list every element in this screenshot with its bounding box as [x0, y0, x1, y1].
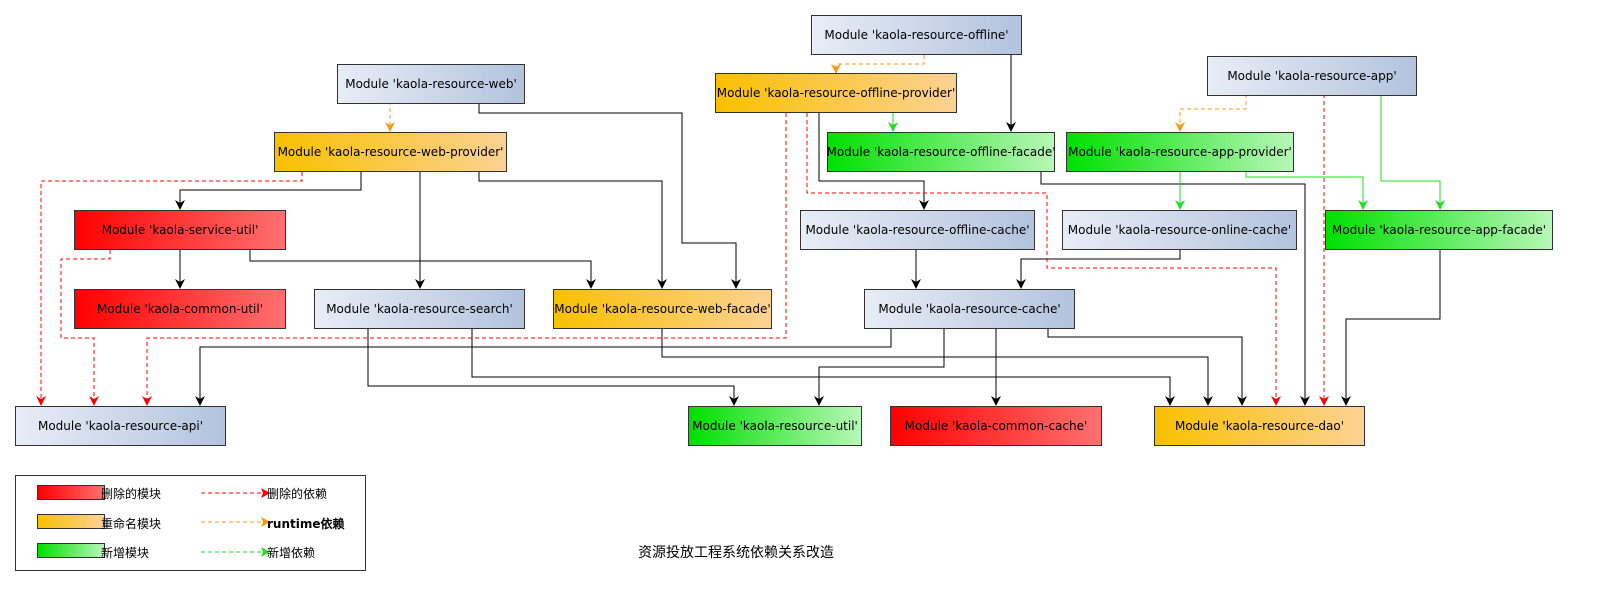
module-kaola-resource-app-facade: Module 'kaola-resource-app-facade'	[1325, 210, 1553, 250]
module-label: Module 'kaola-resource-offline-facade'	[826, 145, 1056, 159]
edge-deleted-offline-provider-to-api	[142, 113, 787, 406]
module-kaola-resource-offline-provider: Module 'kaola-resource-offline-provider'	[715, 73, 957, 113]
module-label: Module 'kaola-resource-app-provider'	[1068, 145, 1292, 159]
module-kaola-resource-dao: Module 'kaola-resource-dao'	[1154, 406, 1365, 446]
module-kaola-resource-offline: Module 'kaola-resource-offline'	[811, 15, 1022, 55]
module-kaola-resource-online-cache: Module 'kaola-resource-online-cache'	[1062, 210, 1297, 250]
edge-search-to-dao	[471, 329, 1175, 406]
edge-cache-to-dao	[1047, 329, 1247, 406]
legend-swatch-renamed	[37, 514, 105, 529]
edge-web-facade-to-dao	[661, 329, 1213, 406]
module-label: Module 'kaola-resource-offline-cache'	[805, 223, 1030, 237]
module-label: Module 'kaola-resource-offline-provider'	[716, 86, 956, 100]
legend-label-renamed-module: 重命名模块	[101, 517, 162, 531]
module-kaola-resource-offline-facade: Module 'kaola-resource-offline-facade'	[826, 132, 1056, 172]
module-kaola-resource-app-provider: Module 'kaola-resource-app-provider'	[1066, 132, 1294, 172]
edge-app-facade-to-dao	[1341, 250, 1441, 406]
module-label: Module 'kaola-service-util'	[101, 223, 259, 237]
edge-added-app-to-app-facade	[1380, 94, 1445, 210]
edge-runtime-offline-to-offline-provider	[831, 55, 925, 74]
edge-online-cache-to-cache	[1016, 250, 1181, 289]
edge-deleted-service-util-to-api	[60, 250, 111, 406]
legend-label-deleted-dep: 删除的依赖	[267, 487, 328, 501]
edge-deleted-web-provider-to-api	[36, 172, 303, 406]
module-kaola-resource-search: Module 'kaola-resource-search'	[314, 289, 525, 329]
edge-search-to-util	[367, 329, 739, 406]
module-label: Module 'kaola-resource-web-facade'	[554, 302, 771, 316]
edge-web-provider-to-web-facade	[478, 172, 667, 289]
legend-label-added-module: 新增模块	[101, 546, 150, 560]
edge-web-to-web-facade	[478, 94, 741, 289]
edge-cache-to-api	[195, 329, 892, 406]
edge-web-provider-to-service-util	[175, 172, 362, 210]
legend-label-added-dep: 新增依赖	[267, 546, 316, 560]
module-label: Module 'kaola-resource-app-facade'	[1331, 223, 1547, 237]
legend: 删除的模块 重命名模块 新增模块 删除的依赖 runtime依赖 新增依赖	[15, 475, 366, 571]
module-kaola-resource-offline-cache: Module 'kaola-resource-offline-cache'	[800, 210, 1035, 250]
module-label: Module 'kaola-resource-api'	[37, 419, 204, 433]
module-label: Module 'kaola-resource-cache'	[878, 302, 1061, 316]
module-kaola-resource-web-provider: Module 'kaola-resource-web-provider'	[274, 132, 507, 172]
edge-cache-to-util	[814, 329, 945, 406]
legend-arrow-runtime	[201, 517, 270, 527]
module-label: Module 'kaola-resource-app'	[1227, 69, 1397, 83]
module-kaola-resource-web-facade: Module 'kaola-resource-web-facade'	[553, 289, 772, 329]
module-kaola-resource-cache: Module 'kaola-resource-cache'	[864, 289, 1075, 329]
module-label: Module 'kaola-resource-dao'	[1174, 419, 1345, 433]
edge-added-app-provider-to-app-facade	[1245, 172, 1368, 210]
edge-deleted-offline-provider-to-dao	[806, 113, 1281, 406]
edge-service-util-to-web-facade	[249, 250, 596, 289]
edge-offline-provider-to-offline-cache	[818, 113, 929, 210]
legend-arrow-deleted	[201, 488, 270, 498]
edge-offline-facade-to-dao	[1040, 172, 1310, 406]
legend-arrow-added	[201, 547, 270, 557]
module-kaola-common-util: Module 'kaola-common-util'	[74, 289, 286, 329]
legend-swatch-deleted	[37, 485, 105, 500]
legend-swatch-added	[37, 543, 105, 558]
module-label: Module 'kaola-resource-search'	[326, 302, 513, 316]
module-kaola-service-util: Module 'kaola-service-util'	[74, 210, 286, 250]
module-kaola-resource-app: Module 'kaola-resource-app'	[1207, 56, 1417, 96]
module-kaola-resource-api: Module 'kaola-resource-api'	[15, 406, 226, 446]
module-label: Module 'kaola-resource-online-cache'	[1067, 223, 1292, 237]
module-label: Module 'kaola-resource-offline'	[824, 28, 1009, 42]
module-label: Module 'kaola-common-util'	[96, 302, 264, 316]
module-label: Module 'kaola-resource-web-provider'	[277, 145, 504, 159]
module-label: Module 'kaola-resource-web'	[345, 77, 517, 91]
module-kaola-resource-web: Module 'kaola-resource-web'	[337, 64, 525, 104]
module-label: Module 'kaola-common-cache'	[904, 419, 1088, 433]
legend-label-runtime-dep: runtime依赖	[267, 517, 345, 531]
module-kaola-resource-util: Module 'kaola-resource-util'	[688, 406, 862, 446]
module-label: Module 'kaola-resource-util'	[692, 419, 858, 433]
module-kaola-common-cache: Module 'kaola-common-cache'	[890, 406, 1102, 446]
edge-runtime-app-to-app-provider	[1175, 94, 1247, 132]
diagram-caption: 资源投放工程系统依赖关系改造	[638, 545, 834, 561]
legend-label-deleted-module: 删除的模块	[101, 487, 162, 501]
